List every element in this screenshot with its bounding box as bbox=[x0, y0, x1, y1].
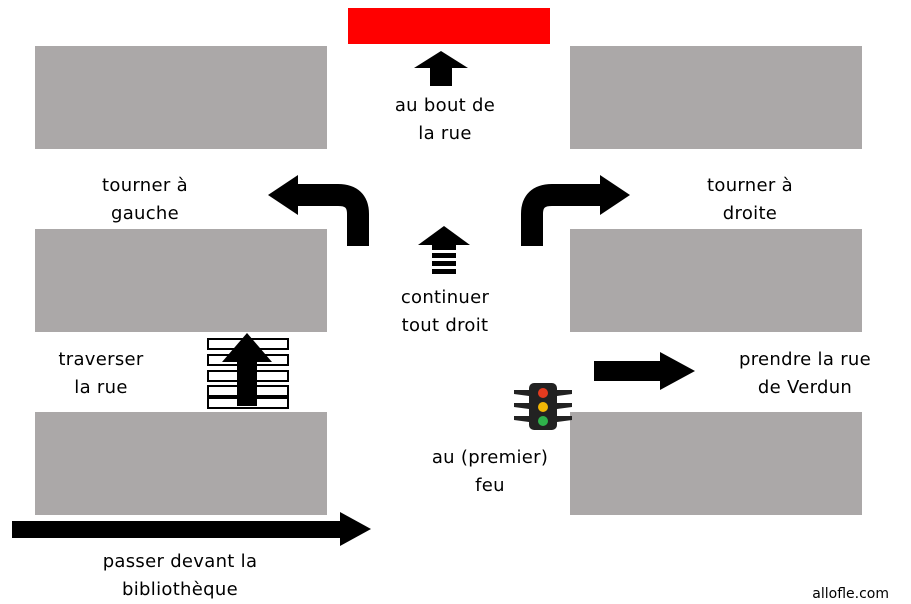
cross-arrow-icon bbox=[222, 333, 272, 406]
label-traffic-light: au (premier) feu bbox=[400, 444, 580, 500]
label-turn-left-line-1: tourner à bbox=[102, 175, 188, 196]
label-take-street: prendre la rue de Verdun bbox=[715, 346, 895, 402]
label-cross-street-line-2: la rue bbox=[74, 377, 128, 398]
site-credit: allofle.com bbox=[812, 586, 889, 602]
traffic-light-icon bbox=[514, 383, 572, 430]
turn-right-arrow-icon bbox=[521, 175, 630, 246]
label-cross-street: traverser la rue bbox=[42, 346, 160, 402]
long-arrow-right-icon bbox=[12, 512, 371, 546]
label-end-of-street-line-2: la rue bbox=[418, 123, 472, 144]
label-take-street-line-1: prendre la rue bbox=[739, 349, 871, 370]
label-turn-left: tourner à gauche bbox=[75, 172, 215, 228]
label-end-of-street: au bout de la rue bbox=[365, 92, 525, 148]
city-block-middle-right bbox=[570, 229, 862, 332]
turn-left-arrow-icon bbox=[268, 175, 369, 246]
label-continue-straight: continuer tout droit bbox=[375, 284, 515, 340]
label-pass-library-line-2: bibliothèque bbox=[122, 579, 238, 600]
label-turn-left-line-2: gauche bbox=[110, 203, 180, 224]
straight-arrow-icon bbox=[418, 226, 470, 274]
label-continue-straight-line-1: continuer bbox=[400, 287, 490, 308]
city-block-bottom-left bbox=[35, 412, 327, 515]
label-traffic-light-line-2: feu bbox=[475, 475, 505, 496]
label-take-street-line-2: de Verdun bbox=[757, 377, 853, 398]
label-end-of-street-line-1: au bout de bbox=[394, 95, 496, 116]
arrow-up-icon bbox=[414, 51, 468, 86]
label-continue-straight-line-2: tout droit bbox=[401, 315, 489, 336]
city-block-bottom-right bbox=[570, 412, 862, 515]
label-cross-street-line-1: traverser bbox=[58, 349, 144, 370]
label-traffic-light-line-1: au (premier) bbox=[431, 447, 549, 468]
label-pass-library-line-1: passer devant la bbox=[102, 551, 258, 572]
city-block-top-right bbox=[570, 46, 862, 149]
end-of-street-bar bbox=[348, 8, 550, 44]
arrow-right-icon bbox=[594, 352, 695, 390]
label-pass-library: passer devant la bibliothèque bbox=[60, 548, 300, 604]
label-turn-right-line-1: tourner à bbox=[707, 175, 793, 196]
label-turn-right-line-2: droite bbox=[722, 203, 778, 224]
city-block-middle-left bbox=[35, 229, 327, 332]
label-turn-right: tourner à droite bbox=[680, 172, 820, 228]
city-block-top-left bbox=[35, 46, 327, 149]
